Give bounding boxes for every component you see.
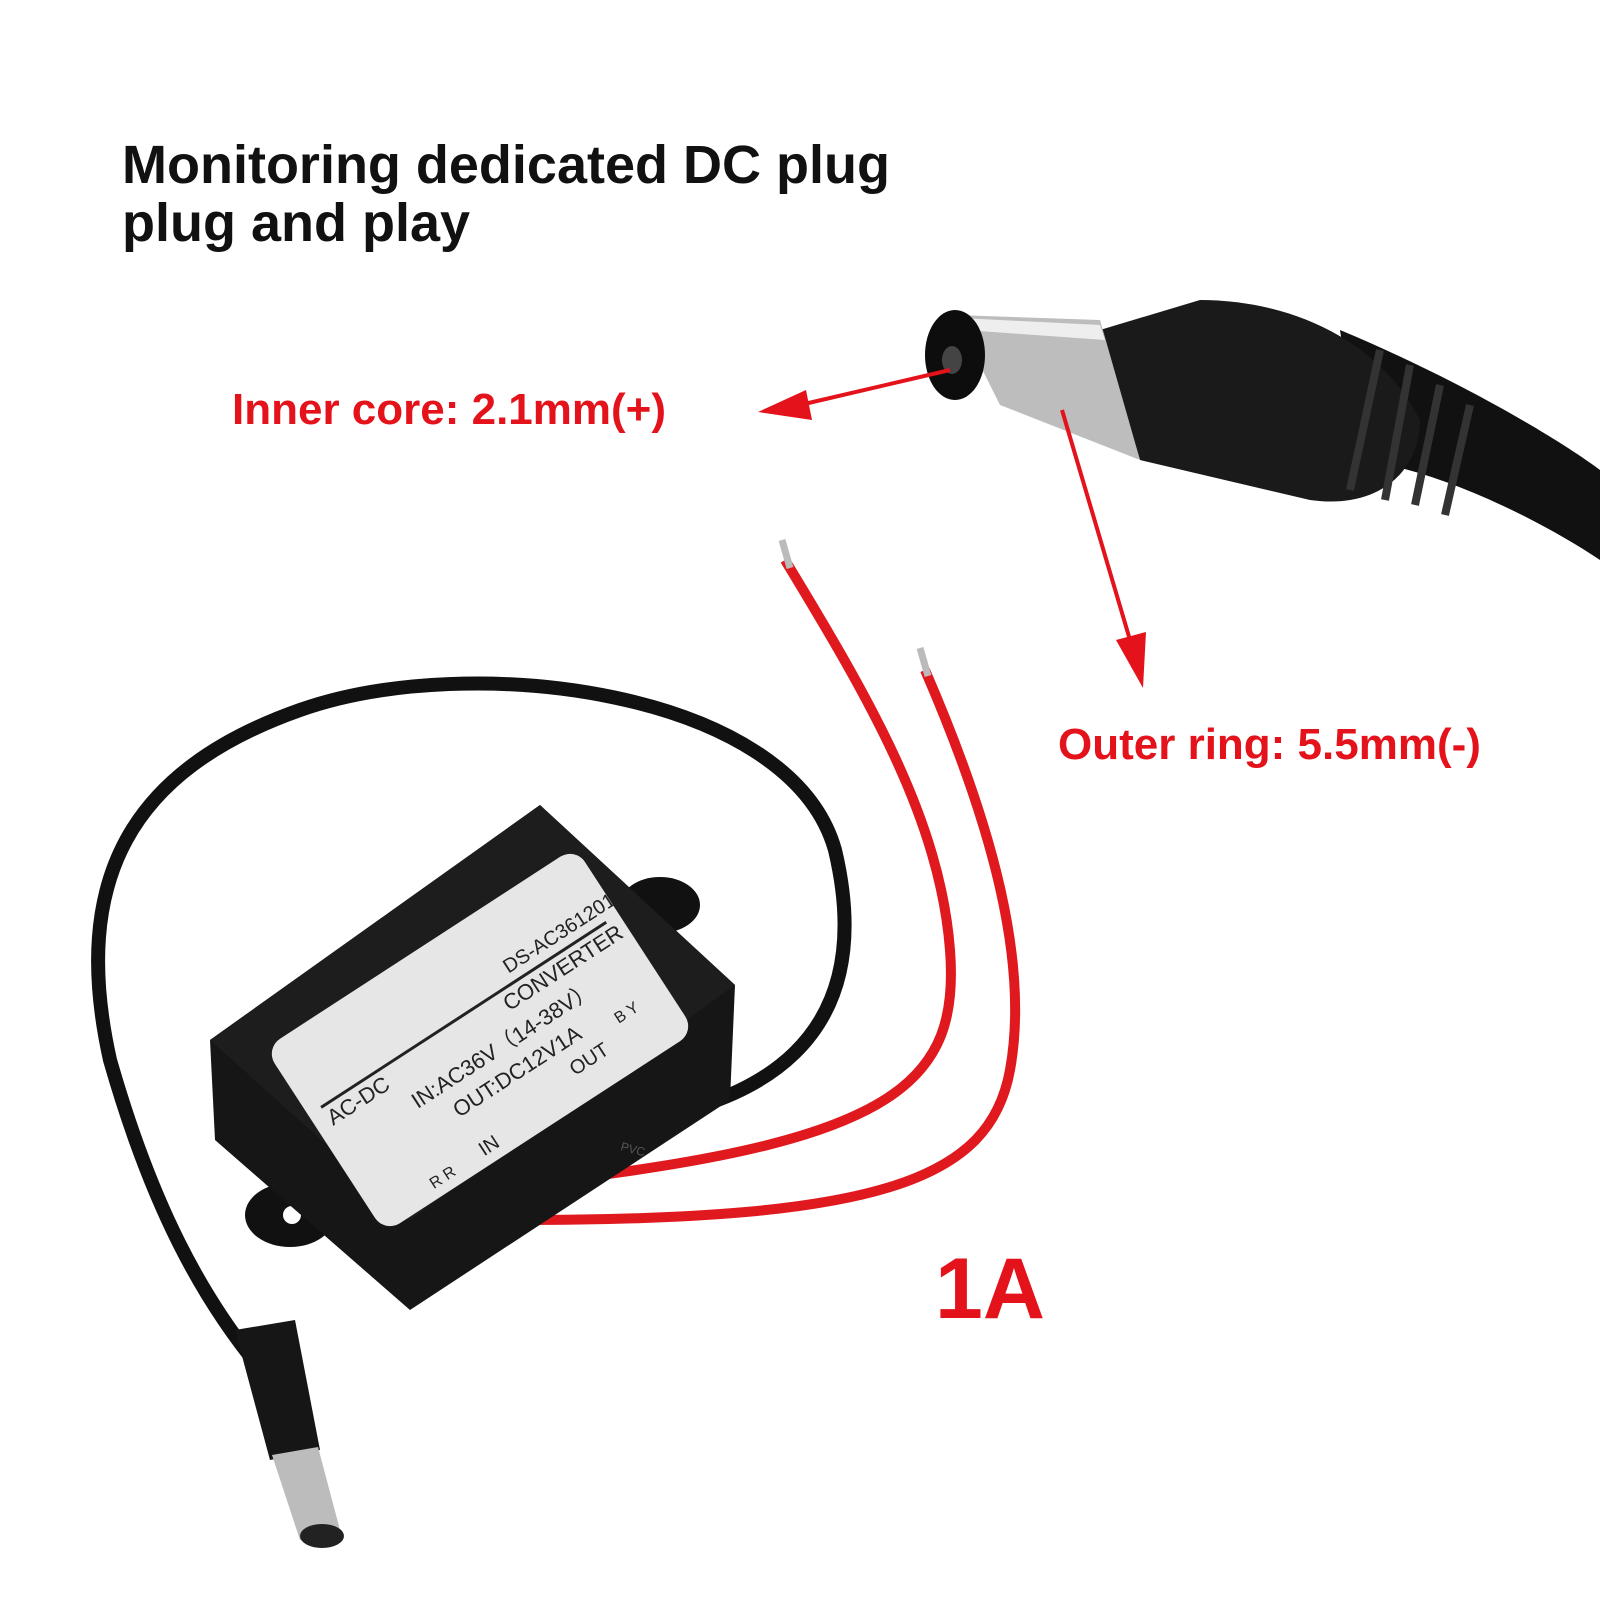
inner-core-annotation: Inner core: 2.1mm(+) [232, 385, 667, 434]
outer-ring-annotation: Outer ring: 5.5mm(-) [1058, 720, 1481, 769]
current-rating: 1A [935, 1241, 1045, 1337]
red-wire [559, 557, 956, 1185]
converter-box: DS-AC361201 CONVERTER AC-DC IN:AC36V（14-… [210, 805, 735, 1310]
title-line-2: plug and play [122, 193, 471, 253]
page-title: Monitoring dedicated DC plug plug and pl… [122, 136, 890, 252]
title-line-1: Monitoring dedicated DC plug [122, 135, 890, 195]
black-cable [91, 676, 852, 1385]
dc-plug-closeup [925, 300, 1600, 560]
cable-print: PVC [619, 1139, 647, 1159]
arrow-inner-core [758, 368, 951, 420]
dc-plug-small [235, 1320, 344, 1548]
arrow-outer-ring [1060, 409, 1146, 688]
red-wire [519, 668, 1021, 1225]
